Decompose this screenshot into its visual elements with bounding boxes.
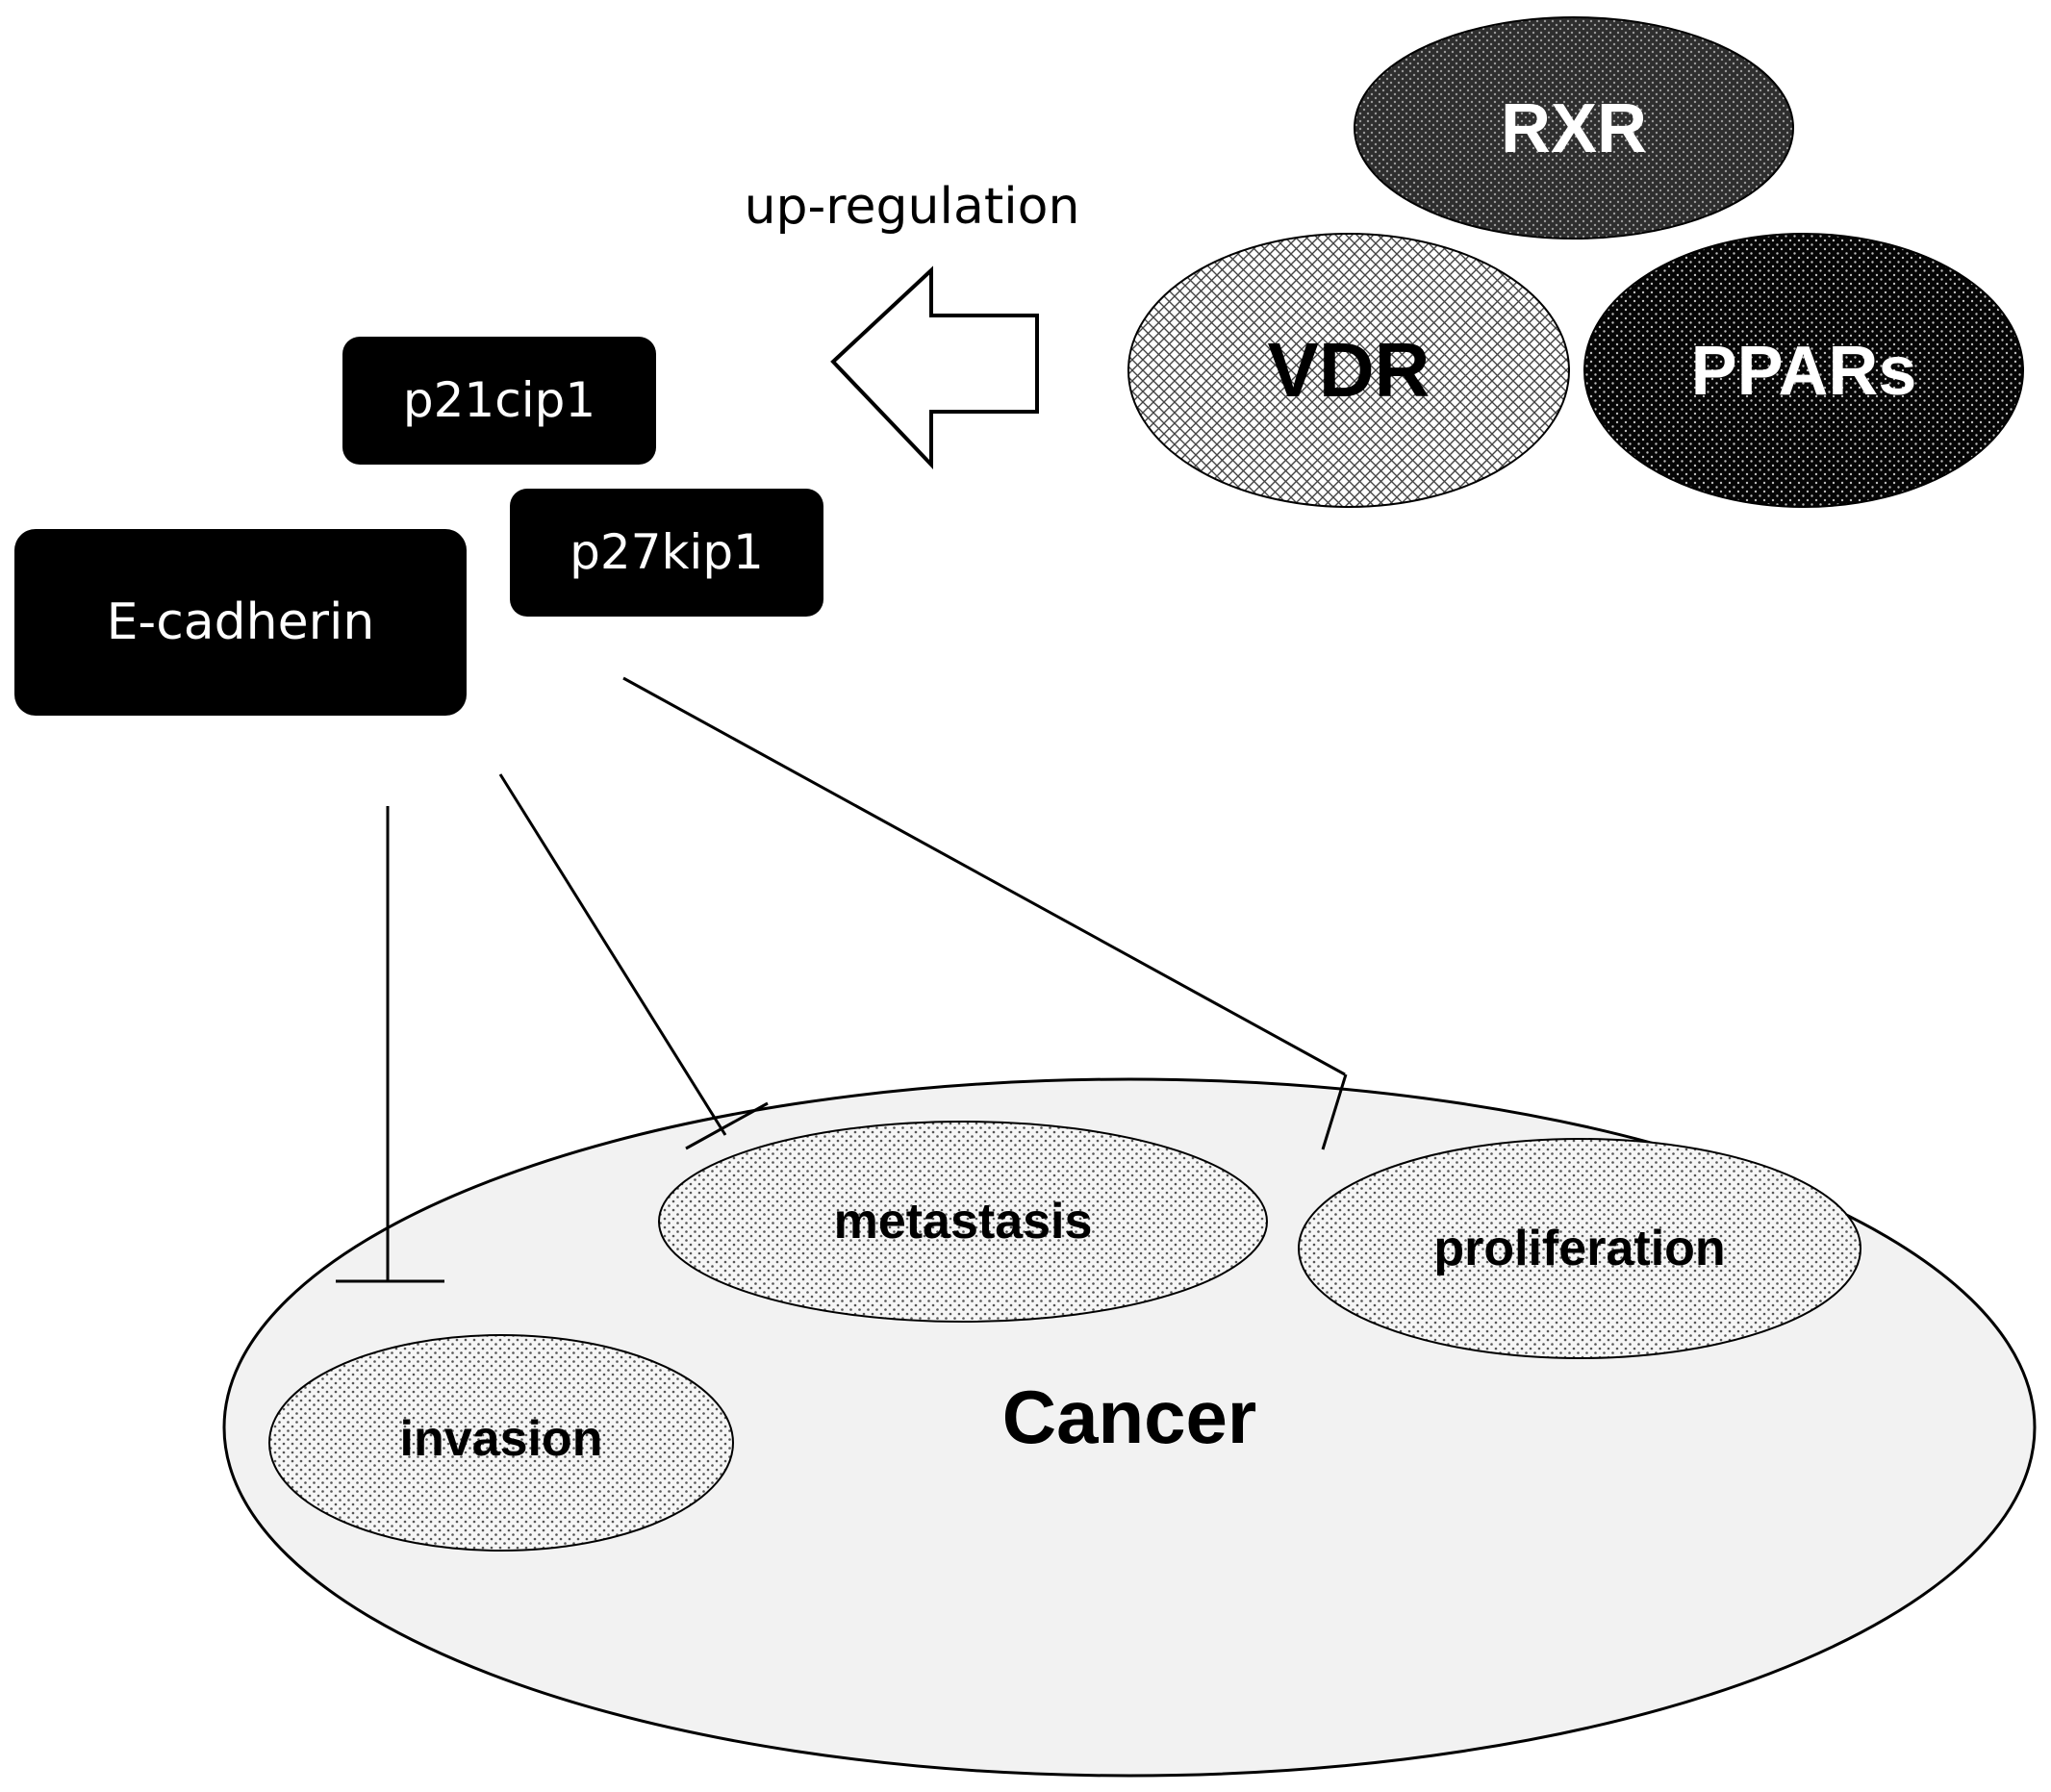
invasion-process: invasion xyxy=(268,1334,734,1552)
p21cip1-box: p21cip1 xyxy=(342,337,656,465)
rxr-label: RXR xyxy=(1501,90,1647,167)
metastasis-label: metastasis xyxy=(834,1194,1093,1249)
inhibition-invasion xyxy=(336,806,444,1283)
proliferation-process: proliferation xyxy=(1298,1138,1861,1359)
cancer-label: Cancer xyxy=(1002,1375,1256,1459)
p21cip1-label: p21cip1 xyxy=(403,372,595,428)
up-regulation-label: up-regulation xyxy=(745,178,1080,236)
p27kip1-label: p27kip1 xyxy=(570,524,764,580)
invasion-label: invasion xyxy=(400,1411,603,1467)
p27kip1-box: p27kip1 xyxy=(510,489,823,617)
inhibition-proliferation xyxy=(622,676,1348,1150)
e-cadherin-label: E-cadherin xyxy=(107,593,375,651)
rxr-receptor: RXR xyxy=(1354,16,1794,240)
vdr-receptor: VDR xyxy=(1127,233,1570,508)
up-regulation-arrow xyxy=(830,265,1039,469)
ppars-receptor: PPARs xyxy=(1583,233,2024,508)
ppars-label: PPARs xyxy=(1691,333,1917,410)
proliferation-label: proliferation xyxy=(1433,1221,1725,1276)
metastasis-process: metastasis xyxy=(658,1121,1268,1323)
vdr-label: VDR xyxy=(1268,327,1431,413)
inhibition-metastasis xyxy=(498,773,769,1150)
e-cadherin-box: E-cadherin xyxy=(14,529,467,716)
